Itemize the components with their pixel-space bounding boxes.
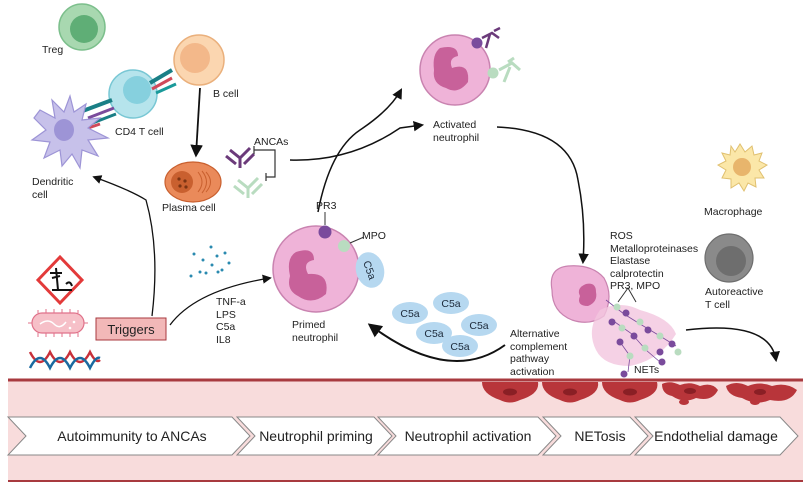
stage-label: NETosis (574, 428, 625, 444)
cd4-t-cell (108, 69, 158, 119)
primed-neutrophil: C5a (272, 212, 385, 313)
cytokines-label: TNF-a LPS C5a IL8 (216, 296, 246, 346)
stage-endothelial-damage[interactable]: Endothelial damage (633, 416, 799, 456)
dna-icon (28, 349, 101, 371)
c5a-molecule: C5a (433, 292, 469, 314)
pr3-label: PR3 (316, 200, 337, 212)
arrow-activated-to-netosis (496, 126, 589, 265)
b-cell-label: B cell (213, 88, 239, 100)
endothelial-cells (482, 382, 797, 405)
svg-text:C5a: C5a (450, 341, 469, 353)
c5a-molecule: C5a (392, 302, 428, 324)
stage-bar: Autoimmunity to ANCAs Neutrophil priming… (6, 416, 799, 456)
endothelial-cell (482, 382, 539, 403)
cd4-t-cell-label: CD4 T cell (115, 126, 164, 138)
receptor-complex (79, 68, 177, 130)
svg-text:C5a: C5a (469, 320, 488, 332)
arrow-complement-to-primed (367, 323, 506, 362)
triggers-label: Triggers (107, 322, 155, 337)
net-contents-label: ROS Metalloproteinases Elastase calprote… (610, 230, 699, 292)
nets-label: NETs (634, 364, 660, 376)
activated-neutrophil (419, 26, 521, 106)
arrow-bcell-to-plasma (190, 87, 203, 158)
autoreactive-t-cell-label: Autoreactive T cell (705, 286, 764, 311)
arrows (92, 87, 780, 363)
c5a-molecule: C5a (442, 335, 478, 357)
autoreactive-t-cell (704, 233, 754, 283)
bacterium-icon (28, 309, 88, 337)
damaged-endothelial-cell (662, 382, 718, 405)
endothelial-cell (542, 382, 599, 403)
damaged-endothelial-cell (726, 383, 797, 405)
stage-neutrophil-activation[interactable]: Neutrophil activation (376, 416, 557, 456)
c5a-molecule: C5a (416, 322, 452, 344)
dendritic-cell-label: Dendritic cell (32, 176, 74, 201)
ancas-label: ANCAs (254, 136, 289, 148)
arrow-nets-to-endothelium (685, 327, 780, 363)
stage-neutrophil-priming[interactable]: Neutrophil priming (235, 416, 393, 456)
activated-neutrophil-label: Activated neutrophil (433, 119, 480, 144)
c5a-molecule: C5a (461, 314, 497, 336)
treg-label: Treg (42, 44, 64, 56)
svg-text:C5a: C5a (400, 308, 419, 320)
environmental-hazard-icon (35, 254, 85, 306)
treg-cell (58, 3, 106, 51)
endothelial-cell (602, 382, 658, 403)
plasma-cell-label: Plasma cell (162, 202, 216, 214)
stage-label: Neutrophil priming (259, 428, 373, 444)
arrow-pr3-to-activated (317, 88, 403, 213)
triggers-box[interactable]: Triggers (95, 317, 167, 341)
macrophage-label: Macrophage (704, 206, 763, 218)
plasma-cell (164, 161, 222, 203)
arrow-ancas-to-activated (289, 120, 425, 161)
dendritic-cell (30, 93, 111, 170)
c5a-cluster: C5a C5a C5a C5a C5a (392, 292, 497, 357)
stage-netosis[interactable]: NETosis (541, 416, 649, 456)
mpo-label: MPO (362, 230, 386, 242)
stage-label: Endothelial damage (654, 428, 778, 444)
cytokine-particles (189, 245, 231, 278)
arrow-triggers-to-dendritic (92, 175, 156, 317)
c5a-receptor (355, 252, 385, 288)
stage-label: Autoimmunity to ANCAs (57, 428, 206, 444)
anca-antibodies (225, 146, 276, 198)
macrophage (716, 143, 769, 193)
primed-neutrophil-label: Primed neutrophil (292, 319, 339, 344)
stage-label: Neutrophil activation (405, 428, 532, 444)
complement-label: Alternative complement pathway activatio… (510, 328, 568, 378)
svg-text:C5a: C5a (441, 298, 460, 310)
svg-text:C5a: C5a (424, 328, 443, 340)
arrow-triggers-to-primed (169, 274, 272, 326)
b-cell (173, 34, 225, 86)
stage-autoimmunity[interactable]: Autoimmunity to ANCAs (6, 416, 251, 456)
nets-strands (605, 287, 682, 378)
